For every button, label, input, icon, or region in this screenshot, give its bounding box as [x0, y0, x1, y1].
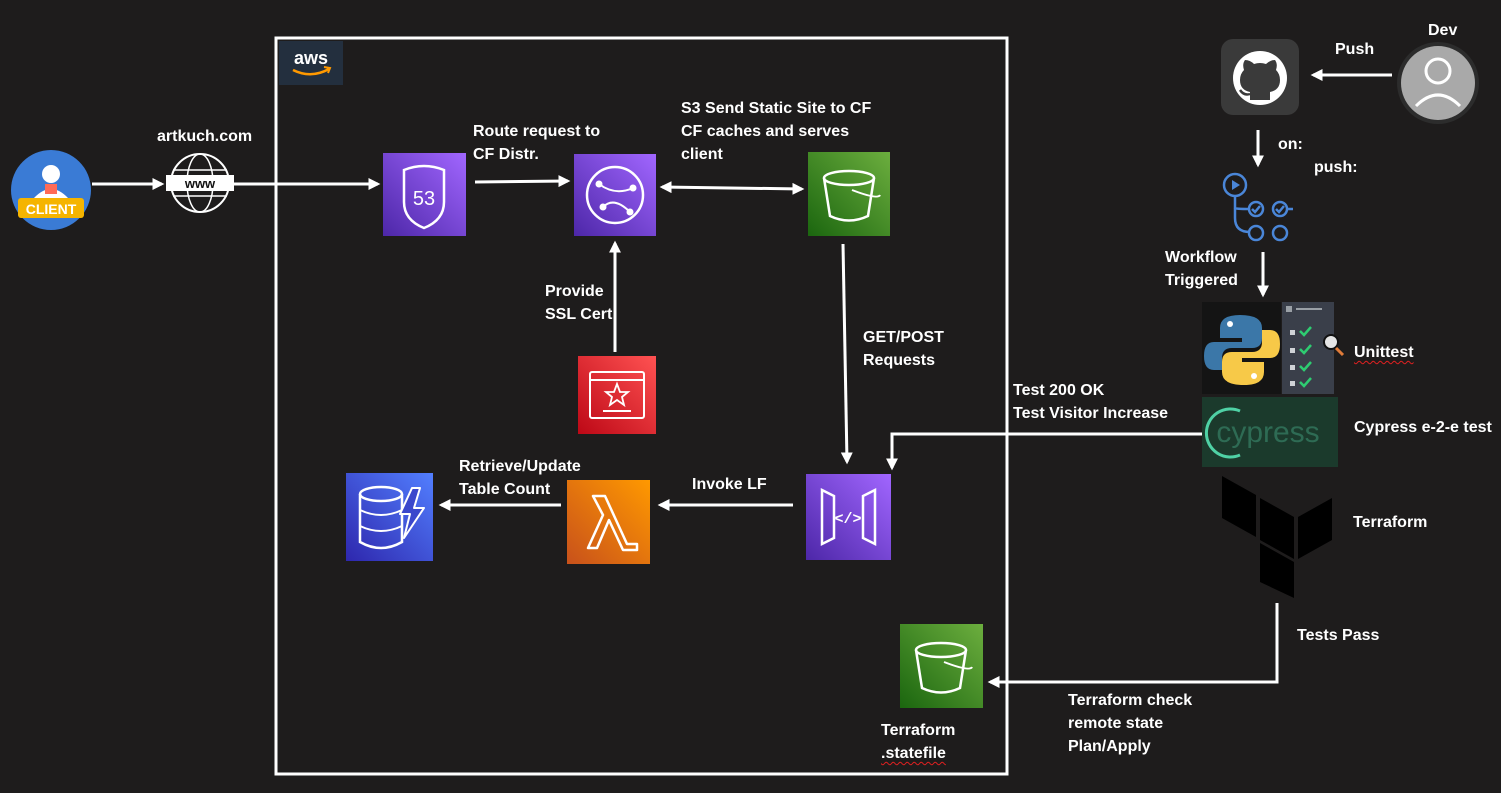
aws-logo: aws — [279, 41, 343, 85]
github-icon — [1221, 39, 1299, 115]
client-icon: CLIENT — [11, 150, 91, 230]
s3-bucket-icon — [808, 152, 890, 236]
s3-statefile-icon — [900, 624, 983, 708]
arrow-cloudfront-s3 — [659, 181, 805, 195]
cypress-logo-text: cypress — [1216, 416, 1319, 449]
label-push-trigger: push: — [1314, 159, 1358, 176]
arrow-cypress-to-apigw — [886, 432, 1202, 471]
dynamodb-icon — [346, 473, 433, 561]
python-icon — [1202, 302, 1281, 394]
cloudfront-icon — [574, 154, 656, 236]
label-unittest: Unittest — [1354, 344, 1414, 361]
label-tests-pass: Tests Pass — [1297, 627, 1380, 644]
api-gateway-icon: </> — [806, 474, 891, 560]
label-statefile: Terraform.statefile — [881, 722, 956, 762]
globe-icon: www — [166, 153, 234, 213]
label-cypress-test: Cypress e-2-e test — [1354, 419, 1492, 436]
label-push: Push — [1335, 41, 1375, 58]
flow-arrows — [92, 69, 1392, 688]
cypress-icon: cypress — [1202, 397, 1338, 467]
workflow-icon — [1222, 172, 1293, 242]
arrow-route53-to-cloudfront — [474, 175, 571, 188]
label-on: on: — [1278, 136, 1303, 153]
api-code-glyph: </> — [834, 511, 861, 528]
route53-icon: 53 — [383, 153, 466, 236]
arrow-s3-to-apigw — [840, 243, 853, 465]
checklist-icon — [1282, 302, 1345, 394]
label-terraform: Terraform — [1353, 514, 1428, 531]
label-invoke-lf: Invoke LF — [692, 476, 767, 493]
label-dev: Dev — [1428, 22, 1458, 39]
www-text: www — [184, 176, 216, 191]
aws-logo-text: aws — [294, 48, 328, 68]
lambda-icon — [567, 480, 650, 564]
terraform-icon — [1222, 476, 1332, 598]
label-domain: artkuch.com — [157, 128, 253, 145]
certificate-icon — [578, 356, 656, 434]
client-badge-text: CLIENT — [26, 201, 77, 217]
arrow-terraform-to-state — [987, 603, 1279, 688]
aws-boundary — [274, 36, 1009, 776]
developer-icon — [1397, 42, 1479, 124]
route53-number: 53 — [413, 188, 435, 210]
